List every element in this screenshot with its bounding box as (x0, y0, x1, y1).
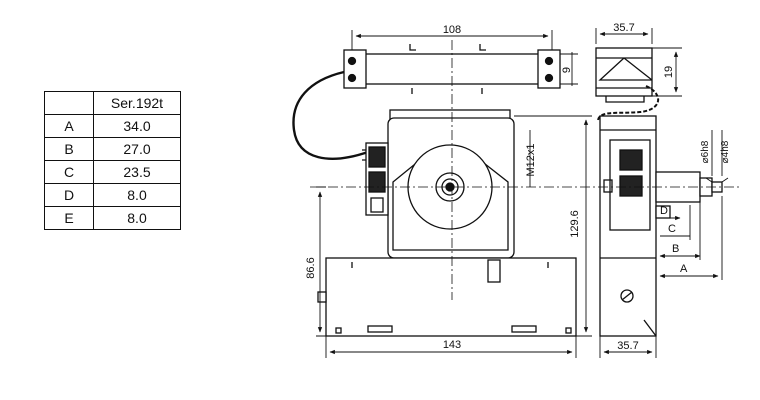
dimension-lines (316, 28, 729, 358)
front-top-bracket (343, 44, 561, 94)
dim-19: 19 (663, 66, 675, 78)
side-cable (597, 85, 659, 121)
dim-108: 108 (443, 24, 461, 36)
centerlines (310, 40, 740, 300)
table-row: E 8.0 (44, 206, 181, 230)
row-value: 8.0 (93, 206, 181, 230)
dim-143: 143 (443, 339, 461, 351)
dim-label-a: A (680, 263, 688, 275)
side-body (599, 115, 723, 337)
dim-side-top-width: 35.7 (613, 22, 634, 34)
dim-9: 9 (561, 67, 573, 73)
dim-label-b: B (672, 243, 679, 255)
row-label: E (44, 206, 94, 230)
dim-side-base-width: 35.7 (617, 340, 638, 352)
side-top-bracket (595, 47, 653, 103)
front-base (317, 257, 577, 337)
row-value: 34.0 (93, 114, 181, 138)
table-row: D 8.0 (44, 183, 181, 207)
dimension-table: Ser.192t A 34.0 B 27.0 C 23.5 D 8.0 E 8. (44, 91, 181, 230)
table-row: C 23.5 (44, 160, 181, 184)
dim-6h8: ⌀6h8 (700, 140, 711, 163)
dim-label-d: D (660, 205, 668, 217)
dim-label-c: C (668, 223, 676, 235)
dim-thread: M12x1 (525, 143, 537, 176)
front-housing (387, 109, 515, 259)
row-label: D (44, 183, 94, 207)
row-value: 23.5 (93, 160, 181, 184)
connector-block (362, 142, 389, 216)
dim-86-6: 86.6 (305, 257, 317, 278)
cable (292, 70, 369, 160)
dim-129-6: 129.6 (569, 210, 581, 238)
dim-4h8: ⌀4h8 (720, 140, 731, 163)
